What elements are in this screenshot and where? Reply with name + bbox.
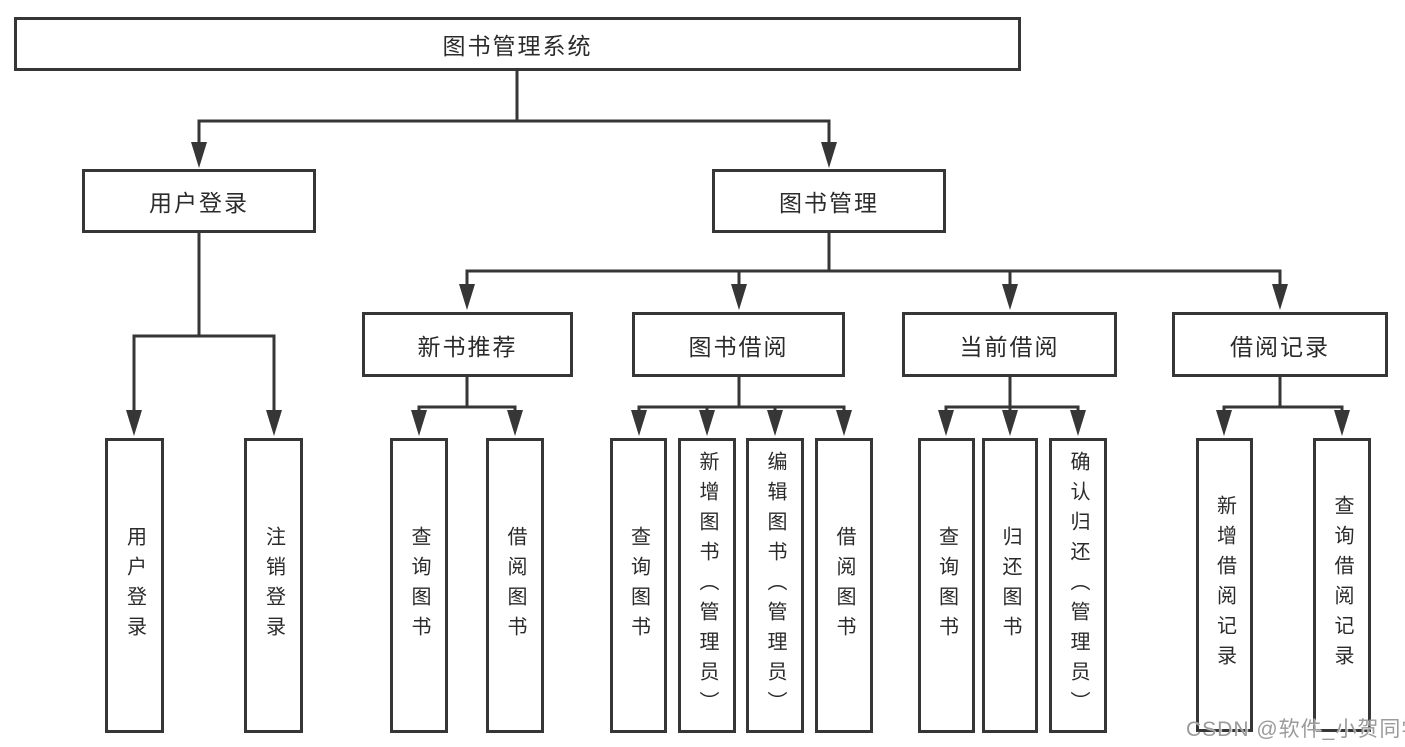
connector-new-book-recommend-to-children [417,375,517,413]
connector-book-management-to-children [465,231,1282,286]
leaf-borrow-book: 借阅图书 [815,438,873,733]
leaf-confirm-return-admin: 确认归还（管理员） [1049,438,1107,733]
leaf-user-login: 用户登录 [105,438,164,733]
leaf-return-book: 归还图书 [982,438,1038,733]
node-current-borrow: 当前借阅 [902,312,1117,377]
leaf-logout-login: 注销登录 [244,438,303,733]
node-book-management: 图书管理 [712,169,946,233]
node-new-book-recommend: 新书推荐 [362,312,573,377]
leaf-edit-book-admin: 编辑图书（管理员） [746,438,804,733]
node-borrow-record: 借阅记录 [1172,312,1388,377]
connector-current-borrow-to-children [944,375,1080,413]
connector-user-login-to-children [132,231,276,412]
leaf-add-book-admin: 新增图书（管理员） [678,438,736,733]
connector-book-borrow-to-children [637,375,846,413]
watermark: CSDN @软件_小贺同学 [1186,718,1405,741]
leaf-borrow-book-recommend: 借阅图书 [486,438,544,733]
leaf-query-borrow-record: 查询借阅记录 [1313,438,1371,732]
arrowheads [126,142,1350,436]
node-book-borrow: 图书借阅 [632,312,845,377]
leaf-query-book-borrow: 查询图书 [610,438,667,733]
connector-root-to-level2 [197,69,831,144]
connector-borrow-record-to-children [1222,375,1344,413]
leaf-query-book-recommend: 查询图书 [390,438,448,733]
leaf-query-book-current: 查询图书 [918,438,975,733]
node-library-management-system: 图书管理系统 [14,17,1021,71]
leaf-add-borrow-record: 新增借阅记录 [1196,438,1253,732]
node-user-login: 用户登录 [82,169,316,233]
